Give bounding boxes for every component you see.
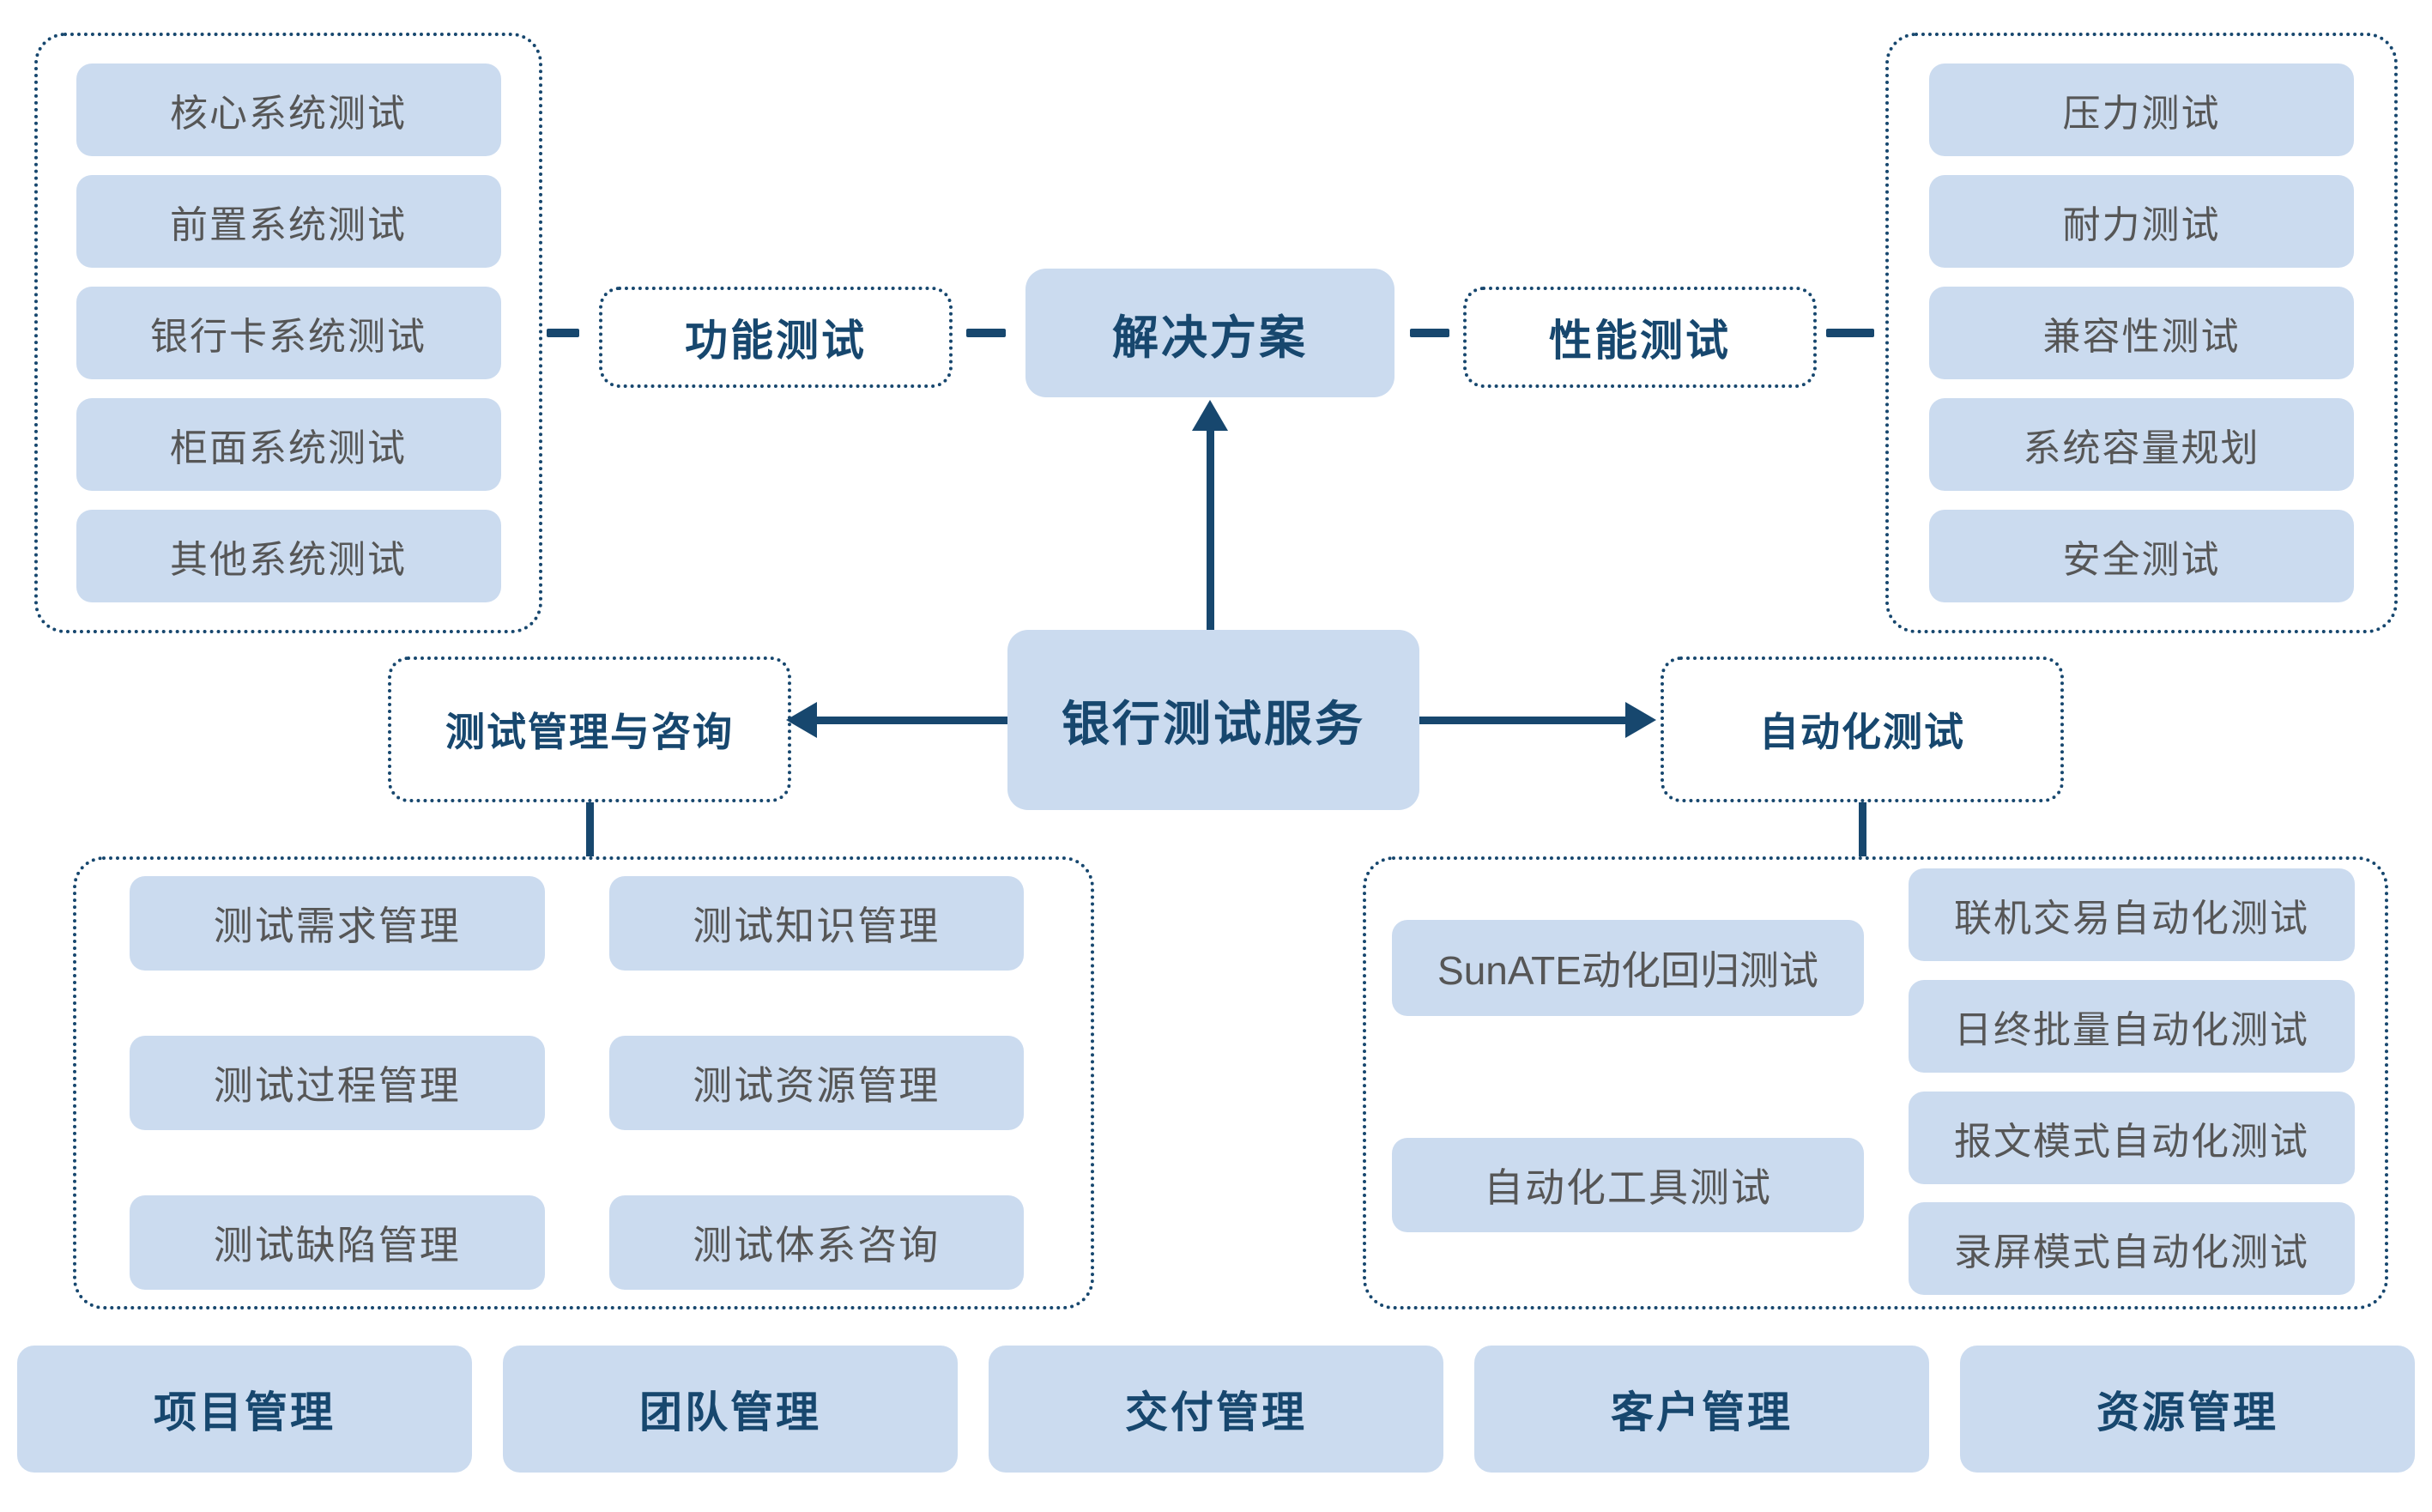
arrow-right-icon — [1625, 702, 1656, 738]
performance-item: 安全测试 — [1929, 510, 2354, 602]
arrow-left-icon — [786, 702, 817, 738]
performance-item: 兼容性测试 — [1929, 287, 2354, 379]
management-item: 测试需求管理 — [130, 876, 545, 971]
connector-line — [1419, 717, 1627, 724]
functional-item: 核心系统测试 — [76, 64, 501, 156]
performance-item: 系统容量规划 — [1929, 398, 2354, 491]
node-performance-test: 性能测试 — [1463, 287, 1817, 388]
performance-item: 耐力测试 — [1929, 175, 2354, 268]
connector-line — [815, 717, 1007, 724]
test-management-group: 测试需求管理 测试知识管理 测试过程管理 测试资源管理 测试缺陷管理 测试体系咨… — [73, 856, 1094, 1309]
functional-item: 其他系统测试 — [76, 510, 501, 602]
performance-item: 压力测试 — [1929, 64, 2354, 156]
functional-item: 前置系统测试 — [76, 175, 501, 268]
functional-item: 柜面系统测试 — [76, 398, 501, 491]
automation-test-group: SunATE动化回归测试 自动化工具测试 联机交易自动化测试 日终批量自动化测试… — [1363, 856, 2388, 1309]
connector-dash — [966, 329, 1006, 337]
management-item: 测试资源管理 — [608, 1036, 1024, 1130]
automation-item: 报文模式自动化测试 — [1909, 1092, 2355, 1184]
connector-line — [1859, 802, 1866, 856]
pillar-cell: 资源管理 — [1960, 1346, 2415, 1473]
automation-item: SunATE动化回归测试 — [1392, 920, 1864, 1016]
management-item: 测试过程管理 — [130, 1036, 545, 1130]
automation-item: 日终批量自动化测试 — [1909, 980, 2355, 1073]
management-item: 测试体系咨询 — [608, 1195, 1024, 1290]
pillar-cell: 团队管理 — [503, 1346, 958, 1473]
node-solution: 解决方案 — [1025, 269, 1394, 397]
connector-dash — [1410, 329, 1449, 337]
connector-line — [586, 802, 594, 856]
automation-item: 自动化工具测试 — [1392, 1138, 1864, 1232]
automation-item: 联机交易自动化测试 — [1909, 868, 2355, 961]
functional-item: 银行卡系统测试 — [76, 287, 501, 379]
arrow-up-icon — [1192, 400, 1228, 431]
automation-item: 录屏模式自动化测试 — [1909, 1202, 2355, 1295]
node-automation-test: 自动化测试 — [1661, 656, 2064, 802]
node-functional-test: 功能测试 — [599, 287, 953, 388]
management-pillar-row: 项目管理 团队管理 交付管理 客户管理 资源管理 — [17, 1346, 2415, 1473]
connector-dash — [1826, 329, 1874, 337]
management-item: 测试缺陷管理 — [130, 1195, 545, 1290]
performance-test-group: 压力测试 耐力测试 兼容性测试 系统容量规划 安全测试 — [1885, 33, 2398, 633]
connector-line — [1207, 429, 1214, 630]
pillar-cell: 项目管理 — [17, 1346, 472, 1473]
node-bank-test-service: 银行测试服务 — [1007, 630, 1419, 810]
connector-dash — [547, 329, 579, 337]
node-test-management: 测试管理与咨询 — [388, 656, 791, 802]
pillar-cell: 交付管理 — [989, 1346, 1443, 1473]
functional-test-group: 核心系统测试 前置系统测试 银行卡系统测试 柜面系统测试 其他系统测试 — [34, 33, 542, 633]
management-item: 测试知识管理 — [608, 876, 1024, 971]
pillar-cell: 客户管理 — [1474, 1346, 1929, 1473]
